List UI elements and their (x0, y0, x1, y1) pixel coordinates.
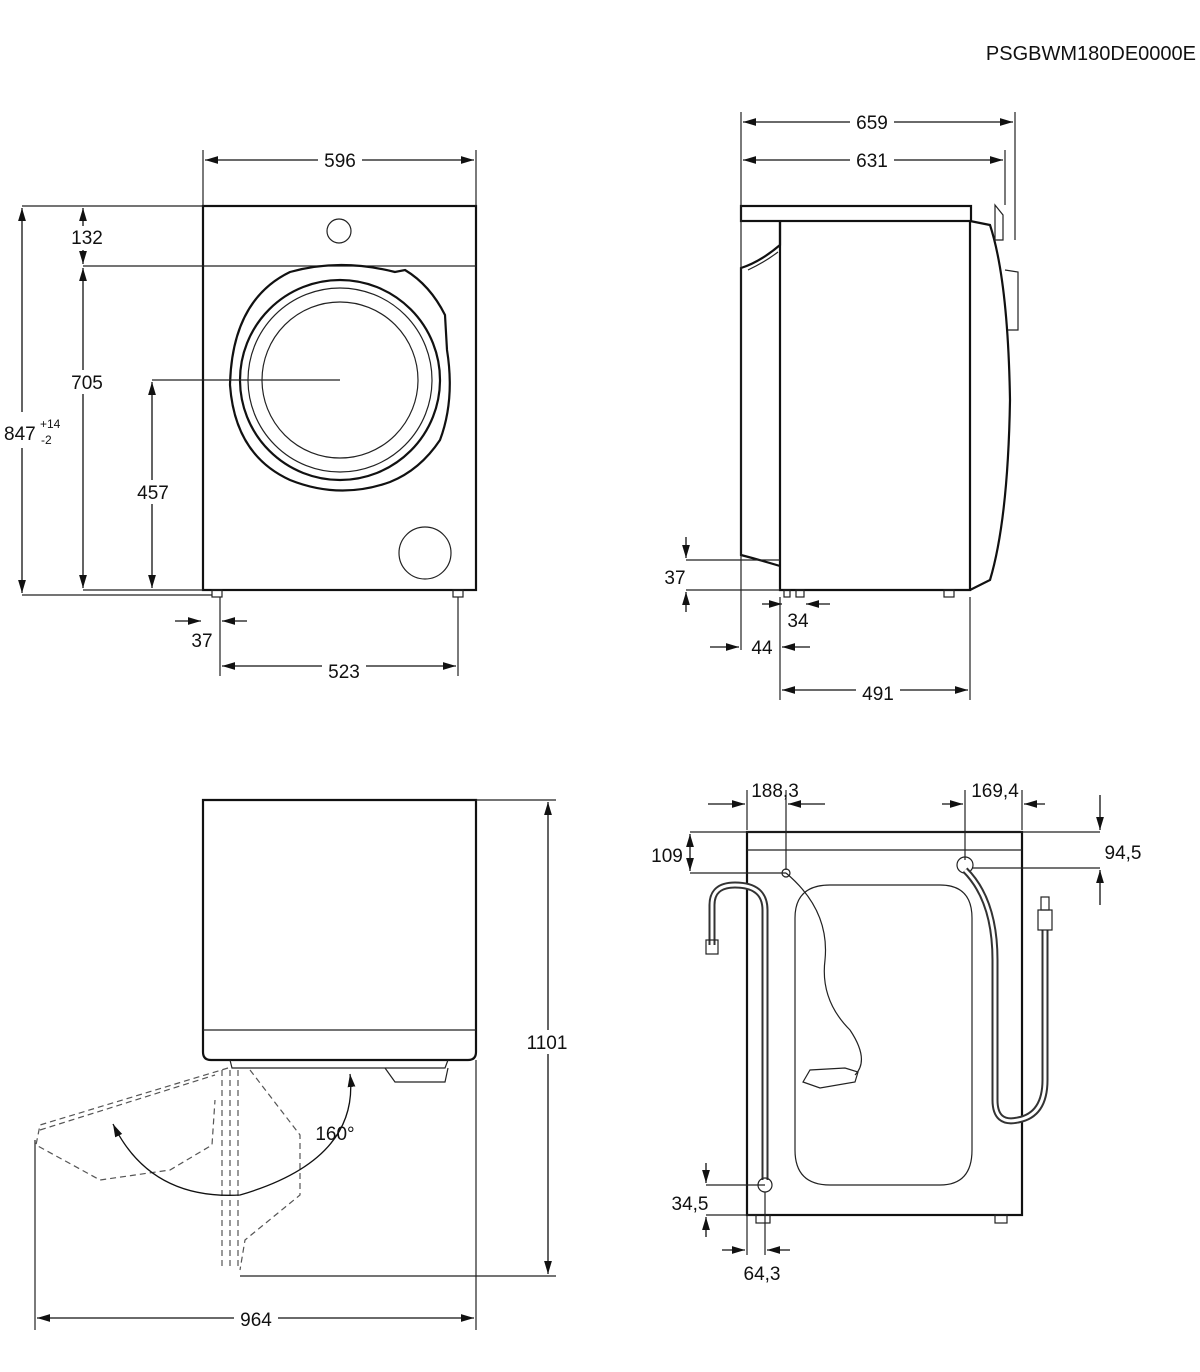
dim-drain-height: 109 (651, 846, 683, 867)
dim-height-tol-minus: -2 (41, 433, 52, 447)
dim-door-center: 457 (137, 483, 169, 504)
dim-foot-spacing: 523 (328, 662, 360, 683)
dim-side-foot-spacing: 491 (862, 684, 894, 705)
dim-height-tol-plus: +14 (40, 417, 61, 431)
dim-door-protrusion: 44 (751, 638, 773, 659)
dim-drain-hose-offset: 188,3 (751, 781, 799, 802)
dim-side-foot-offset: 34 (787, 611, 809, 632)
dim-side-foot-height: 37 (664, 568, 685, 589)
dim-hose-side: 64,3 (744, 1264, 781, 1285)
dim-inlet-offset: 169,4 (971, 781, 1019, 802)
dim-foot-offset: 37 (191, 631, 212, 652)
dim-width: 596 (324, 151, 356, 172)
dim-width-door-open: 964 (240, 1310, 272, 1331)
dim-top-panel: 132 (71, 228, 103, 249)
top-view: 1101 964 160° (34, 798, 572, 1331)
dim-depth-body: 631 (856, 151, 888, 172)
dim-depth-total: 659 (856, 113, 888, 134)
side-view: 659 631 37 34 44 491 (664, 110, 1019, 705)
front-view: 596 847 +14 -2 132 705 457 37 523 (4, 148, 478, 683)
dim-door-top: 705 (71, 373, 103, 394)
dim-height-total: 847 (4, 424, 36, 445)
product-code: PSGBWM180DE0000E (986, 43, 1196, 65)
dim-inlet-height: 94,5 (1105, 843, 1142, 864)
dim-depth-door-open: 1101 (527, 1033, 568, 1054)
dim-hose-bottom: 34,5 (672, 1194, 709, 1215)
rear-view: 188,3 169,4 109 94,5 34,5 64,3 (651, 781, 1141, 1285)
door-angle: 160° (315, 1124, 354, 1145)
